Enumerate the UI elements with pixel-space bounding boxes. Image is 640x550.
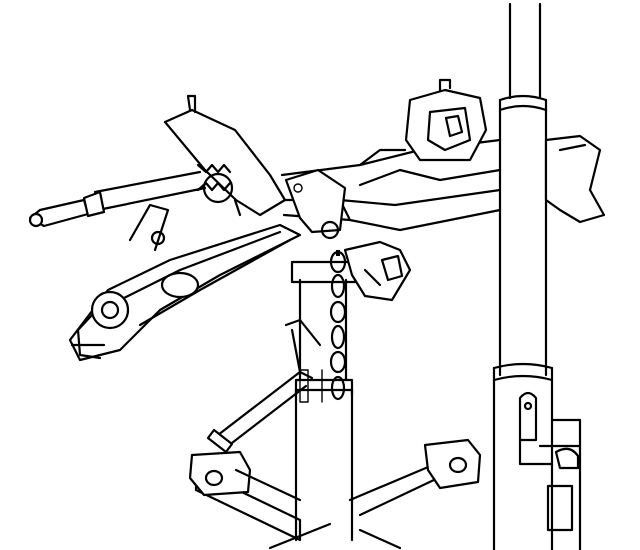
- lower-control-arm: [68, 203, 302, 362]
- suspension-crossmember: [163, 78, 606, 240]
- jack-base-legs: [188, 438, 482, 550]
- jack-post: [290, 260, 357, 542]
- jack-handle: [206, 318, 322, 454]
- mount-bracket: [343, 240, 412, 302]
- safety-chain: [329, 250, 347, 401]
- transmission-jack-column: [492, 2, 582, 550]
- steering-tie-rod: [28, 163, 232, 228]
